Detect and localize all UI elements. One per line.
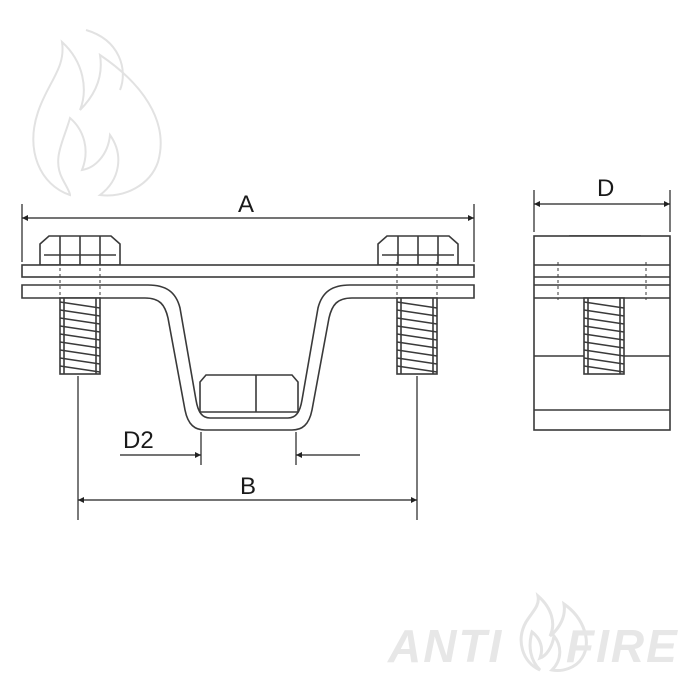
dimension-D-label: D [597, 175, 614, 202]
left-threaded-bolt [59, 297, 101, 375]
brand-word-anti: ANTI [387, 620, 503, 672]
side-threaded-bolt [583, 297, 625, 375]
dimension-A-label: A [238, 191, 254, 218]
bottom-channel-plate [21, 284, 475, 431]
right-threaded-bolt [396, 297, 438, 375]
right-hex-nut [377, 235, 459, 266]
side-view [533, 232, 671, 431]
dimension-D2-label: D2 [123, 427, 154, 454]
dimension-lines [21, 190, 671, 520]
center-hex-nut [199, 374, 299, 413]
top-plate [21, 264, 475, 278]
left-hex-nut [39, 235, 121, 266]
flame-watermark-icon [32, 29, 162, 197]
brand-word-fire: FIRE [566, 620, 679, 672]
brand-watermark: ANTI FIRE [387, 592, 679, 672]
front-view [21, 235, 475, 431]
dimension-B-label: B [240, 473, 256, 500]
hidden-lines-front [59, 262, 438, 300]
flame-icon [519, 592, 588, 672]
side-hidden-lines [557, 262, 647, 300]
